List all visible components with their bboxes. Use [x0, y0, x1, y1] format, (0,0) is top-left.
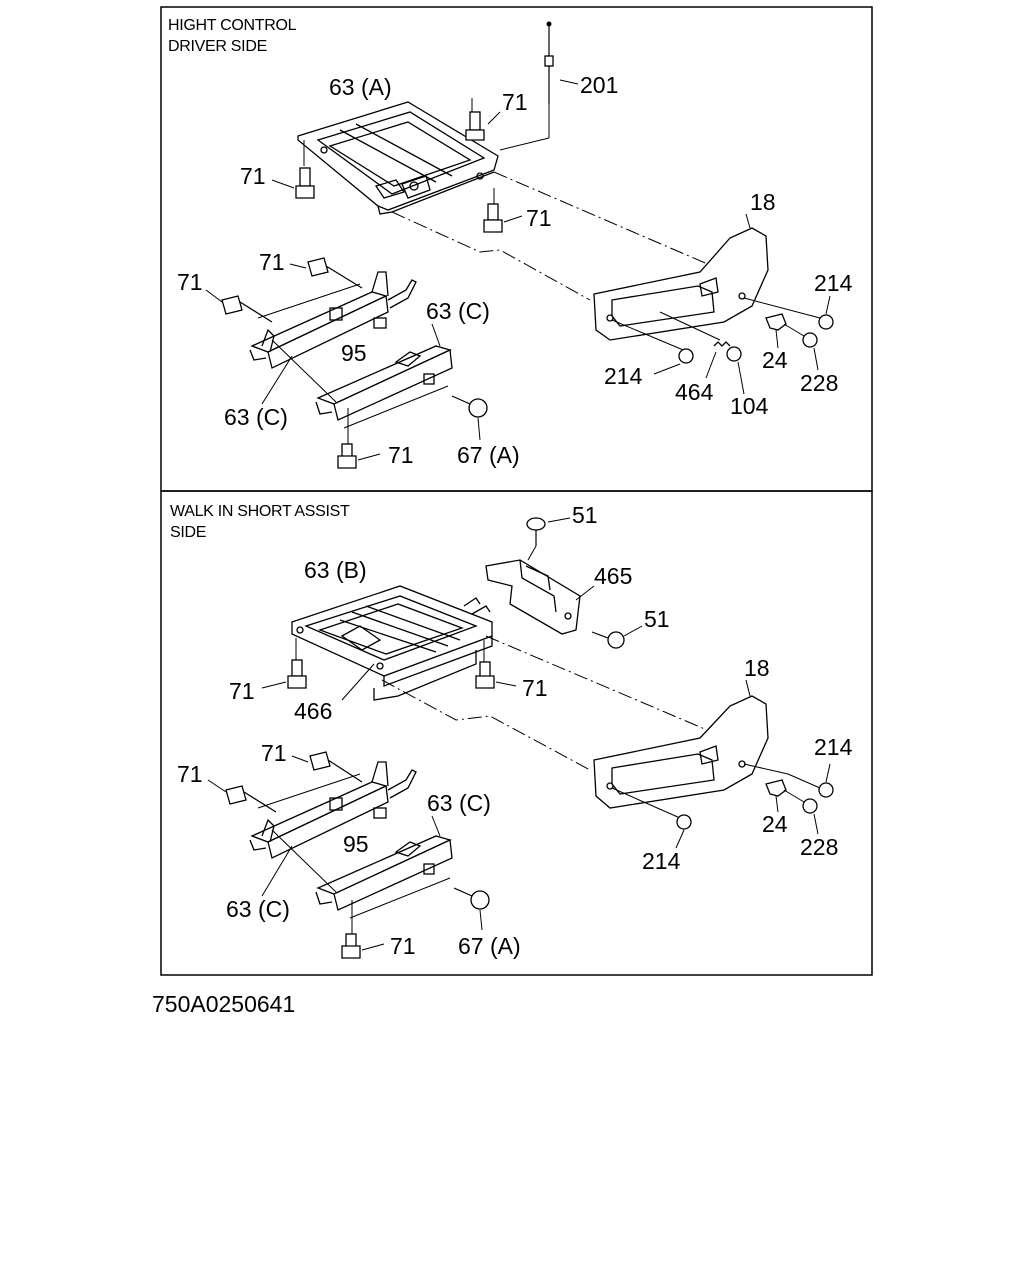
- screw-51-icon: [526, 517, 546, 546]
- screw-214-icon: [818, 314, 834, 330]
- recliner-cover-18: [593, 679, 769, 809]
- callout-label: 71: [261, 740, 287, 766]
- screw-228-icon: [802, 332, 818, 348]
- callout-label: 104: [730, 393, 769, 419]
- panel-driver-side: HIGHT CONTROL DRIVER SIDE: [160, 6, 873, 492]
- bolt-71-icon: [225, 785, 277, 813]
- callout-label: 71: [390, 933, 416, 959]
- panel-title-line-1: WALK IN SHORT ASSIST: [170, 503, 350, 520]
- recliner-cover-18: [593, 213, 769, 341]
- lever-201: [499, 21, 579, 151]
- callout-label: 24: [762, 347, 788, 373]
- bolt-71-icon: [337, 443, 357, 469]
- callout-label: 214: [814, 270, 853, 296]
- bracket-465: [485, 559, 581, 635]
- seat-rail-63c: [249, 761, 453, 911]
- callout-label: 18: [750, 189, 776, 215]
- bolt-71-icon: [341, 933, 361, 959]
- bolt-71-icon: [465, 111, 485, 141]
- panel-title-line-2: SIDE: [170, 524, 206, 541]
- callout-label: 465: [594, 563, 632, 589]
- screw-214-icon: [818, 782, 834, 798]
- callout-label: 214: [642, 848, 681, 874]
- callout-label: 464: [675, 379, 714, 405]
- bolt-71-icon: [483, 203, 503, 233]
- bolt-67a-icon: [453, 887, 490, 910]
- bolt-71-icon: [309, 751, 363, 783]
- callout-label: 71: [388, 442, 414, 468]
- clip-24-icon: [765, 313, 787, 331]
- callout-label: 63 (C): [226, 896, 290, 922]
- bolt-71-icon: [475, 661, 495, 689]
- callout-label: 466: [294, 698, 332, 724]
- clip-24-icon: [765, 779, 787, 797]
- callout-label: 51: [644, 606, 670, 632]
- callout-label: 71: [177, 269, 203, 295]
- bolt-67a-icon: [451, 395, 488, 418]
- callout-label: 67 (A): [458, 933, 521, 959]
- spring-464-icon: [713, 341, 731, 347]
- callout-label: 71: [259, 249, 285, 275]
- callout-label: 71: [240, 163, 266, 189]
- callout-label: 71: [229, 678, 255, 704]
- seat-rail-63c: [249, 271, 453, 421]
- callout-label: 95: [343, 831, 369, 857]
- callout-label: 63 (B): [304, 557, 367, 583]
- screw-214-icon: [678, 348, 694, 364]
- callout-label: 71: [502, 89, 528, 115]
- callout-label: 71: [522, 675, 548, 701]
- callout-label: 214: [604, 363, 643, 389]
- callout-label: 51: [572, 502, 598, 528]
- panel-walk-in-side: WALK IN SHORT ASSIST SIDE: [160, 490, 873, 976]
- seat-frame-63b: [291, 585, 493, 701]
- callout-label: 71: [526, 205, 552, 231]
- screw-214-icon: [676, 814, 692, 830]
- callout-label: 214: [814, 734, 853, 760]
- panel-frame: [160, 490, 873, 976]
- panel-title-line-2: DRIVER SIDE: [168, 38, 267, 55]
- callout-label: 95: [341, 340, 367, 366]
- callout-label: 63 (C): [426, 298, 490, 324]
- cap-104-icon: [726, 346, 742, 362]
- callout-label: 18: [744, 655, 770, 681]
- screw-51-icon: [591, 631, 625, 649]
- callout-label: 63 (C): [224, 404, 288, 430]
- bolt-71-icon: [287, 659, 307, 689]
- figure-id: 750A0250641: [152, 991, 295, 1017]
- screw-228-icon: [802, 798, 818, 814]
- bolt-71-icon: [295, 167, 315, 199]
- callout-label: 201: [580, 72, 618, 98]
- callout-label: 67 (A): [457, 442, 520, 468]
- callout-label: 63 (C): [427, 790, 491, 816]
- callout-label: 228: [800, 834, 838, 860]
- panel-title-line-1: HIGHT CONTROL: [168, 17, 297, 34]
- callout-label: 63 (A): [329, 74, 392, 100]
- seat-frame-63a: [297, 101, 499, 215]
- callout-label: 71: [177, 761, 203, 787]
- bolt-71-icon: [221, 295, 273, 323]
- bolt-71-icon: [307, 257, 363, 289]
- callout-label: 24: [762, 811, 788, 837]
- callout-label: 228: [800, 370, 838, 396]
